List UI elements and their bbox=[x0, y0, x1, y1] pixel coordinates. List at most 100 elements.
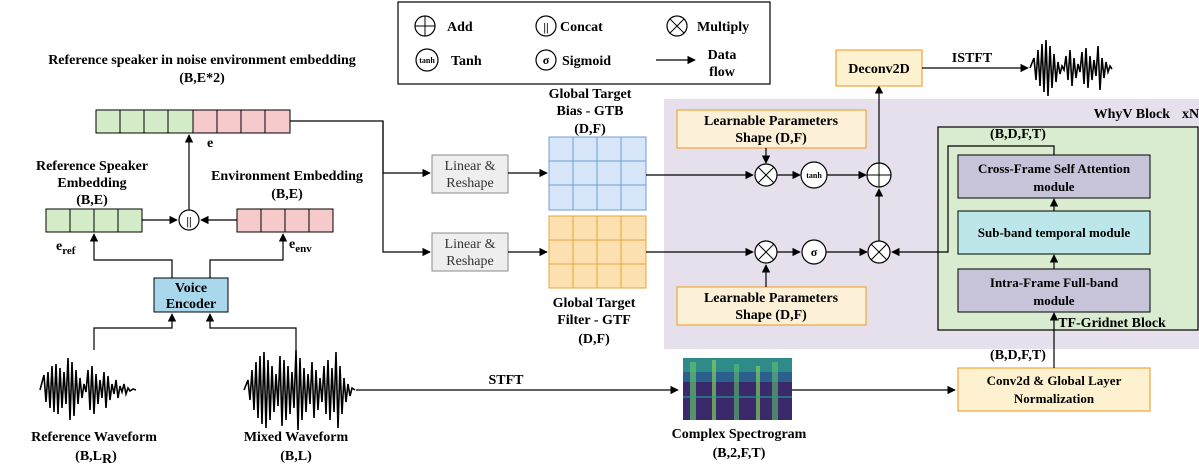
ref-embed-title-1: Reference Speaker bbox=[36, 159, 148, 174]
ref-wave-title: Reference Waveform bbox=[31, 430, 157, 445]
mixed-waveform-icon bbox=[243, 349, 356, 431]
learnable-params-top-box bbox=[676, 109, 867, 149]
legend-multiply-label: Multiply bbox=[697, 20, 749, 35]
legend-add-label: Add bbox=[447, 20, 473, 35]
multiply-icon bbox=[867, 240, 891, 264]
svg-text:σ: σ bbox=[543, 53, 550, 67]
embedding-e-label: e bbox=[207, 136, 213, 151]
tanh-icon: tanh bbox=[800, 161, 828, 189]
whyv-block-title: WhyV Block bbox=[1094, 107, 1171, 122]
learnable-params-bottom-box bbox=[676, 286, 867, 326]
linear-reshape-top-box bbox=[431, 154, 509, 194]
voice-encoder-box bbox=[153, 277, 229, 313]
arrow-encoder-to-ref bbox=[89, 233, 173, 278]
voice-encoder-line2: Encoder bbox=[166, 297, 217, 312]
cross-frame-line2: module bbox=[1033, 179, 1074, 194]
concat-icon: || bbox=[535, 15, 557, 37]
gtb-grid bbox=[548, 136, 647, 211]
embedding-shape: (B,E*2) bbox=[179, 71, 225, 86]
ref-embed-shape: (B,E) bbox=[76, 193, 108, 208]
svg-text:tanh: tanh bbox=[806, 171, 822, 180]
env-embed-title: Environment Embedding bbox=[211, 169, 363, 184]
gtf-title-1: Global Target bbox=[553, 296, 636, 311]
multiply-icon bbox=[666, 15, 688, 37]
gtb-title-1: Global Target bbox=[549, 87, 632, 102]
spectrogram-shape: (B,2,F,T) bbox=[713, 446, 766, 461]
arrow-tfgridnet-to-multiply bbox=[891, 145, 1055, 257]
mixed-wave-shape: (B,L) bbox=[280, 449, 312, 464]
arrow-refwave-to-encoder bbox=[93, 313, 177, 350]
legend-tanh-label: Tanh bbox=[451, 54, 482, 69]
subband-temporal-module bbox=[957, 210, 1151, 255]
tanh-icon: tanh bbox=[415, 48, 439, 72]
reference-waveform-icon bbox=[39, 357, 137, 421]
learnable-bottom-line1: Learnable Parameters bbox=[704, 291, 839, 306]
embedding-title: Reference speaker in noise environment e… bbox=[48, 53, 356, 68]
gtf-title-2: Filter - GTF bbox=[557, 313, 631, 328]
legend-concat-label: Concat bbox=[560, 20, 603, 35]
svg-text:||: || bbox=[186, 214, 191, 228]
deconv2d-label: Deconv2D bbox=[848, 62, 909, 77]
multiply-icon bbox=[754, 163, 778, 187]
env-embed-shape: (B,E) bbox=[271, 187, 303, 202]
ref-embed-label: eref bbox=[56, 239, 76, 257]
arrow-mixwave-to-encoder bbox=[205, 313, 297, 350]
subband-label: Sub-band temporal module bbox=[978, 225, 1131, 240]
env-embed-label: eenv bbox=[289, 237, 312, 255]
legend-box bbox=[397, 1, 771, 85]
intra-line2: module bbox=[1033, 293, 1074, 308]
intra-line1: Intra-Frame Full-band bbox=[990, 275, 1119, 290]
learnable-top-line1: Learnable Parameters bbox=[704, 114, 839, 129]
cross-frame-line1: Cross-Frame Self Attention bbox=[978, 161, 1131, 176]
legend-data-flow-label-2: flow bbox=[709, 65, 736, 80]
spectrogram-title: Complex Spectrogram bbox=[672, 427, 807, 442]
arrow-embedding-to-linear-bottom bbox=[382, 121, 431, 257]
combined-embedding-vector bbox=[95, 109, 291, 134]
output-waveform-icon bbox=[1029, 39, 1113, 97]
sigmoid-icon: σ bbox=[801, 239, 827, 265]
concat-icon: || bbox=[178, 209, 200, 231]
add-icon bbox=[414, 15, 436, 37]
arrow-embedding-to-linear-top bbox=[290, 120, 431, 178]
gtb-title-2: Bias - GTB bbox=[557, 104, 624, 119]
linear-reshape-bottom-box bbox=[431, 232, 509, 272]
ref-wave-shape: (B,LR) bbox=[75, 449, 117, 466]
tf-gridnet-title: TF-Gridnet Block bbox=[1058, 316, 1166, 331]
svg-text:tanh: tanh bbox=[419, 56, 435, 65]
add-icon bbox=[866, 162, 892, 188]
conv2d-norm-box bbox=[957, 367, 1151, 412]
linear-reshape-top-line1: Linear & bbox=[445, 159, 496, 174]
stft-label: STFT bbox=[488, 373, 524, 388]
svg-text:σ: σ bbox=[811, 245, 818, 259]
deconv2d-box bbox=[835, 49, 923, 87]
conv-line2: Normalization bbox=[1014, 391, 1095, 406]
legend-data-flow-label-1: Data bbox=[708, 48, 737, 63]
linear-reshape-bottom-line2: Reshape bbox=[446, 254, 493, 269]
cross-frame-attention-module bbox=[957, 154, 1151, 199]
spectrogram-image bbox=[683, 358, 792, 420]
mixed-wave-title: Mixed Waveform bbox=[244, 430, 349, 445]
arrow-encoder-to-env bbox=[209, 233, 288, 278]
conv-line1: Conv2d & Global Layer bbox=[987, 373, 1122, 388]
sigmoid-icon: σ bbox=[535, 49, 557, 71]
ref-embedding-vector bbox=[45, 208, 143, 233]
voice-encoder-line1: Voice bbox=[175, 281, 207, 296]
legend-sigmoid-label: Sigmoid bbox=[562, 54, 611, 69]
linear-reshape-top-line2: Reshape bbox=[446, 176, 493, 191]
multiply-icon bbox=[754, 240, 778, 264]
gtf-shape: (D,F) bbox=[578, 332, 610, 347]
gtb-shape: (D,F) bbox=[574, 122, 606, 137]
env-embedding-vector bbox=[236, 208, 334, 233]
intra-frame-fullband-module bbox=[957, 268, 1151, 313]
gtf-grid bbox=[548, 215, 647, 289]
learnable-top-line2: Shape (D,F) bbox=[735, 131, 807, 146]
learnable-bottom-line2: Shape (D,F) bbox=[735, 308, 807, 323]
svg-text:||: || bbox=[543, 20, 548, 34]
tf-gridnet-shape-top: (B,D,F,T) bbox=[990, 127, 1046, 142]
legend: Add || Concat Multiply tanh Tanh σ Sigmo… bbox=[397, 1, 771, 85]
linear-reshape-bottom-line1: Linear & bbox=[445, 237, 496, 252]
ref-embed-title-2: Embedding bbox=[57, 176, 126, 191]
whyv-repeat-label: xN bbox=[1182, 107, 1199, 122]
istft-label: ISTFT bbox=[952, 51, 993, 66]
